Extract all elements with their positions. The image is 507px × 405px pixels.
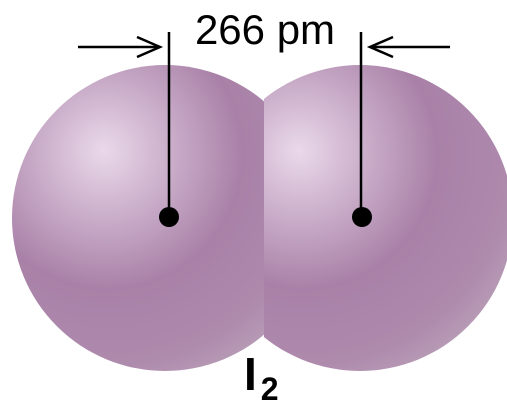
left-dimension-arrow bbox=[78, 35, 164, 59]
right-nucleus-dot bbox=[352, 207, 372, 227]
left-nucleus-dot bbox=[159, 207, 179, 227]
right-iodine-atom bbox=[264, 65, 507, 371]
bond-length-label: 266 pm bbox=[195, 6, 335, 53]
formula-symbol: I bbox=[244, 348, 257, 400]
right-dimension-arrow bbox=[366, 35, 450, 59]
formula-subscript: 2 bbox=[261, 371, 279, 405]
